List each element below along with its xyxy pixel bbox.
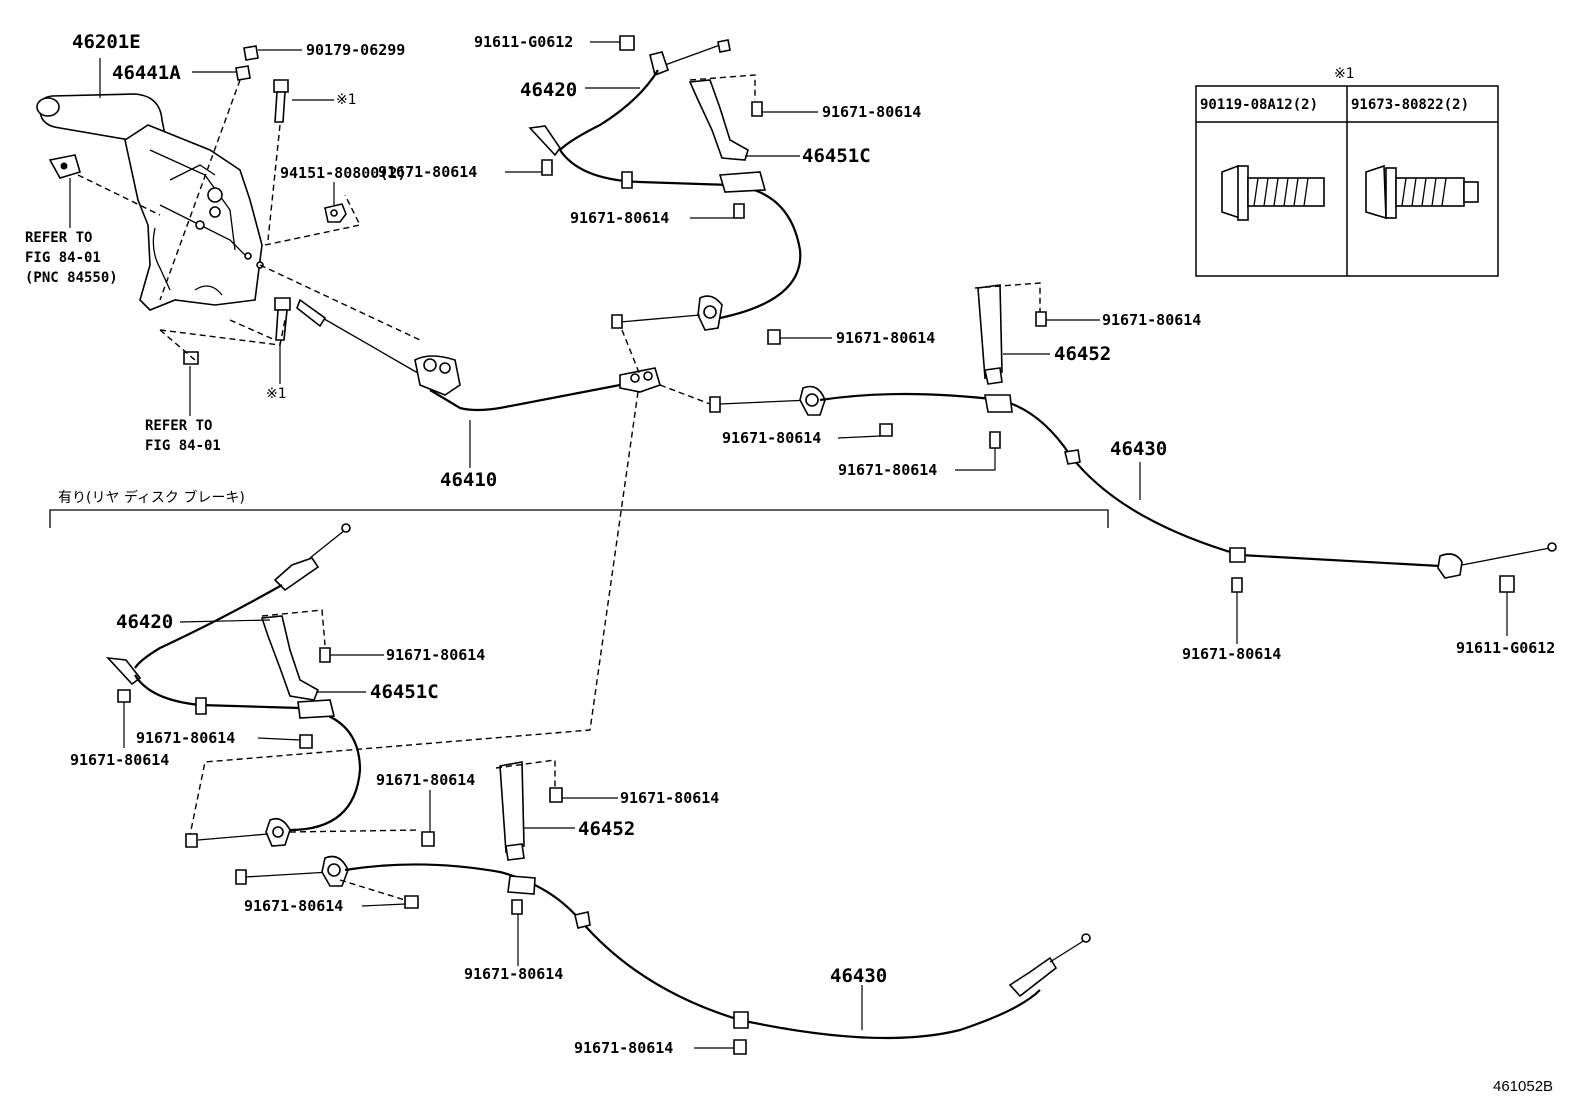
bolt-bottom-part	[274, 297, 291, 341]
table-title: ※1	[1334, 66, 1355, 82]
label-91671-j: 91671-80614	[136, 729, 235, 747]
label-46201E: 46201E	[72, 31, 141, 53]
lower-cable-46430	[235, 855, 1091, 1040]
label-46451C-upper: 46451C	[802, 145, 871, 167]
label-91671-l: 91671-80614	[376, 771, 475, 789]
label-46451C-lower: 46451C	[370, 681, 439, 703]
refer-note-1-line1: REFER TO	[25, 230, 92, 246]
label-91671-b: 91671-80614	[378, 163, 477, 181]
label-46410: 46410	[440, 469, 497, 491]
figure-id: 461052B	[1493, 1078, 1553, 1095]
clip-right-part	[1499, 575, 1515, 593]
label-91671-g: 91671-80614	[838, 461, 937, 479]
label-90179-06299: 90179-06299	[306, 41, 405, 59]
label-91671-f: 91671-80614	[722, 429, 821, 447]
parking-brake-lever	[36, 93, 264, 311]
bracket-46451C-lower	[260, 615, 320, 701]
refer-note-2-line2: FIG 84-01	[145, 438, 221, 454]
label-46420-lower: 46420	[116, 611, 173, 633]
label-94151-80800: 94151-80800(2)	[280, 164, 406, 182]
upper-cable-46420	[528, 39, 802, 331]
bracket-46452-upper	[977, 284, 1003, 385]
label-91671-a: 91671-80614	[822, 103, 921, 121]
label-91671-c: 91671-80614	[570, 209, 669, 227]
table-header-1: 90119-08A12(2)	[1200, 97, 1318, 113]
refer-note-2-line1: REFER TO	[145, 418, 212, 434]
lower-cable-46420	[105, 523, 362, 848]
bracket-46451C-upper	[688, 79, 749, 161]
bolts-lower	[117, 647, 747, 1055]
bolt-refer-part	[183, 351, 199, 365]
grip-46441A-part	[235, 65, 251, 81]
refer-note-1-line2: FIG 84-01	[25, 250, 101, 266]
nut-94151-part	[324, 203, 347, 223]
flange-bolt-2-icon	[1365, 164, 1479, 220]
label-46441A: 46441A	[112, 62, 181, 84]
label-46452-lower: 46452	[578, 818, 635, 840]
fastener-table	[1195, 85, 1499, 277]
label-91671-m: 91671-80614	[620, 789, 719, 807]
section-label: 有り(リヤ ディスク ブレーキ)	[58, 489, 245, 506]
label-91611-G0612-top: 91611-G0612	[474, 33, 573, 51]
upper-cable-46430	[709, 385, 1557, 579]
bracket-46452-lower	[499, 761, 525, 861]
label-91671-n: 91671-80614	[244, 897, 343, 915]
leader-lines	[69, 41, 1508, 1049]
label-46420-upper: 46420	[520, 79, 577, 101]
refer-note-1-line3: (PNC 84550)	[25, 270, 118, 286]
label-91671-e: 91671-80614	[1102, 311, 1201, 329]
front-cable-46410	[296, 298, 661, 412]
label-46430-upper: 46430	[1110, 438, 1167, 460]
label-91671-h: 91671-80614	[1182, 645, 1281, 663]
label-note-1-bottom: ※1	[266, 386, 287, 402]
label-91671-p: 91671-80614	[574, 1039, 673, 1057]
switch-part	[48, 154, 81, 179]
label-note-1-top: ※1	[336, 92, 357, 108]
flange-bolt-1-icon	[1221, 164, 1325, 221]
label-91671-d: 91671-80614	[836, 329, 935, 347]
label-91671-o: 91671-80614	[464, 965, 563, 983]
table-header-2: 91673-80822(2)	[1351, 97, 1469, 113]
label-91671-k: 91671-80614	[70, 751, 169, 769]
label-46430-lower: 46430	[830, 965, 887, 987]
clip-90179-part	[243, 45, 259, 61]
label-46452-upper: 46452	[1054, 343, 1111, 365]
label-91611-G0612-right: 91611-G0612	[1456, 639, 1555, 657]
bolts-upper	[541, 101, 1243, 593]
clip-top-part	[619, 35, 635, 51]
bolt-top-part	[273, 79, 289, 123]
label-91671-i: 91671-80614	[386, 646, 485, 664]
